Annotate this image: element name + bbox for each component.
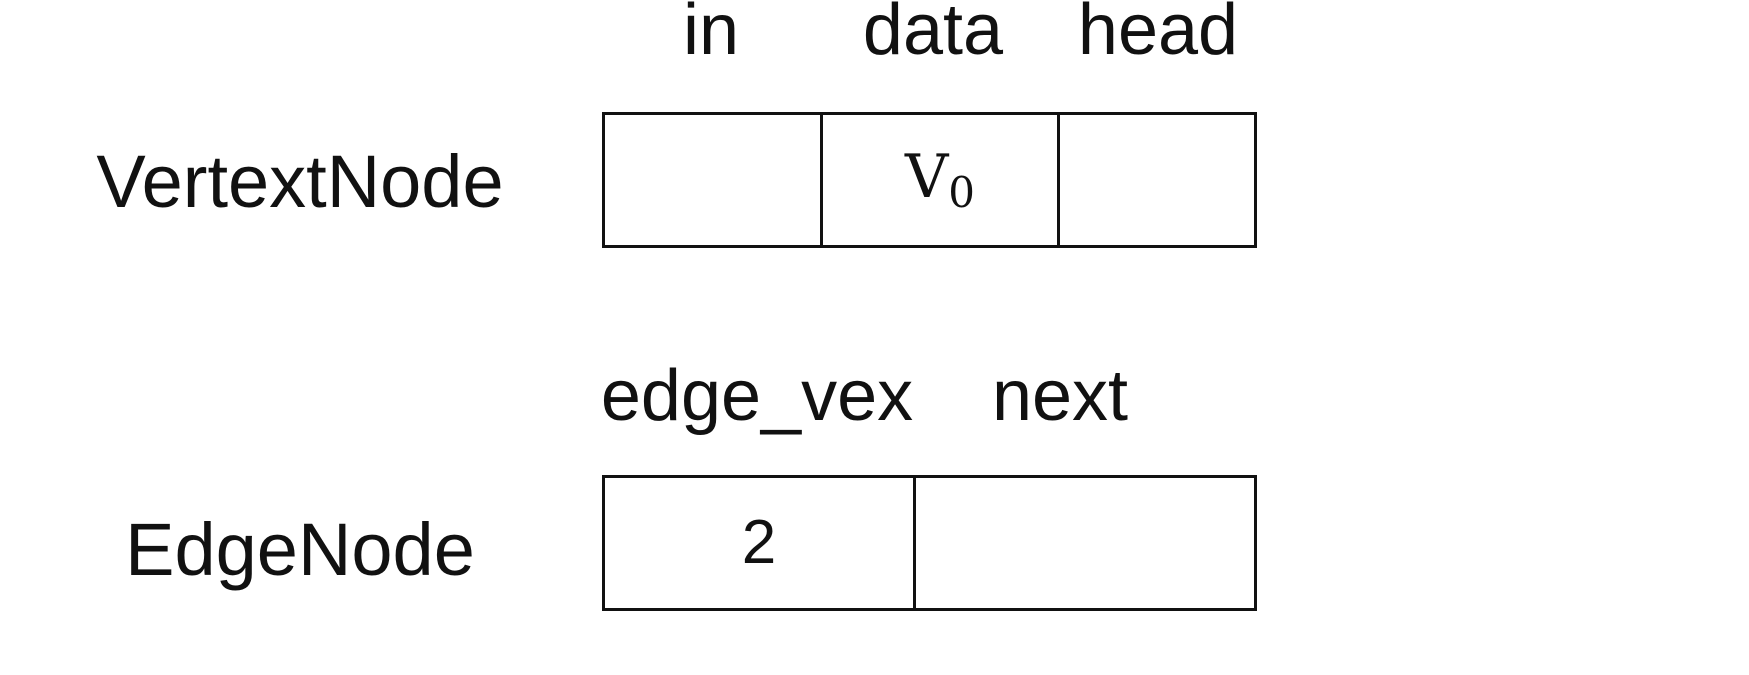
edge-node-label: EdgeNode — [125, 508, 475, 591]
vertex-node-label: VertextNode — [96, 140, 504, 223]
field-header-head: head — [1077, 0, 1239, 70]
vertex-data-subscript: 0 — [948, 168, 976, 217]
vertex-cell-head — [1060, 115, 1254, 245]
vertex-cell-data: V0 — [823, 115, 1060, 245]
edge-cell-edge-vex: 2 — [605, 478, 916, 608]
edge-cell-next — [916, 478, 1254, 608]
field-header-data: data — [862, 0, 1004, 70]
vertex-data-main: V — [904, 142, 949, 212]
field-header-next: next — [991, 356, 1129, 436]
vertex-data-value: V0 — [905, 146, 975, 214]
field-header-in: in — [682, 0, 740, 70]
field-header-edge-vex: edge_vex — [600, 356, 914, 436]
vertex-cell-in — [605, 115, 823, 245]
edge-vex-value: 2 — [741, 508, 777, 577]
vertex-node-box: V0 — [602, 112, 1257, 248]
edge-node-box: 2 — [602, 475, 1257, 611]
